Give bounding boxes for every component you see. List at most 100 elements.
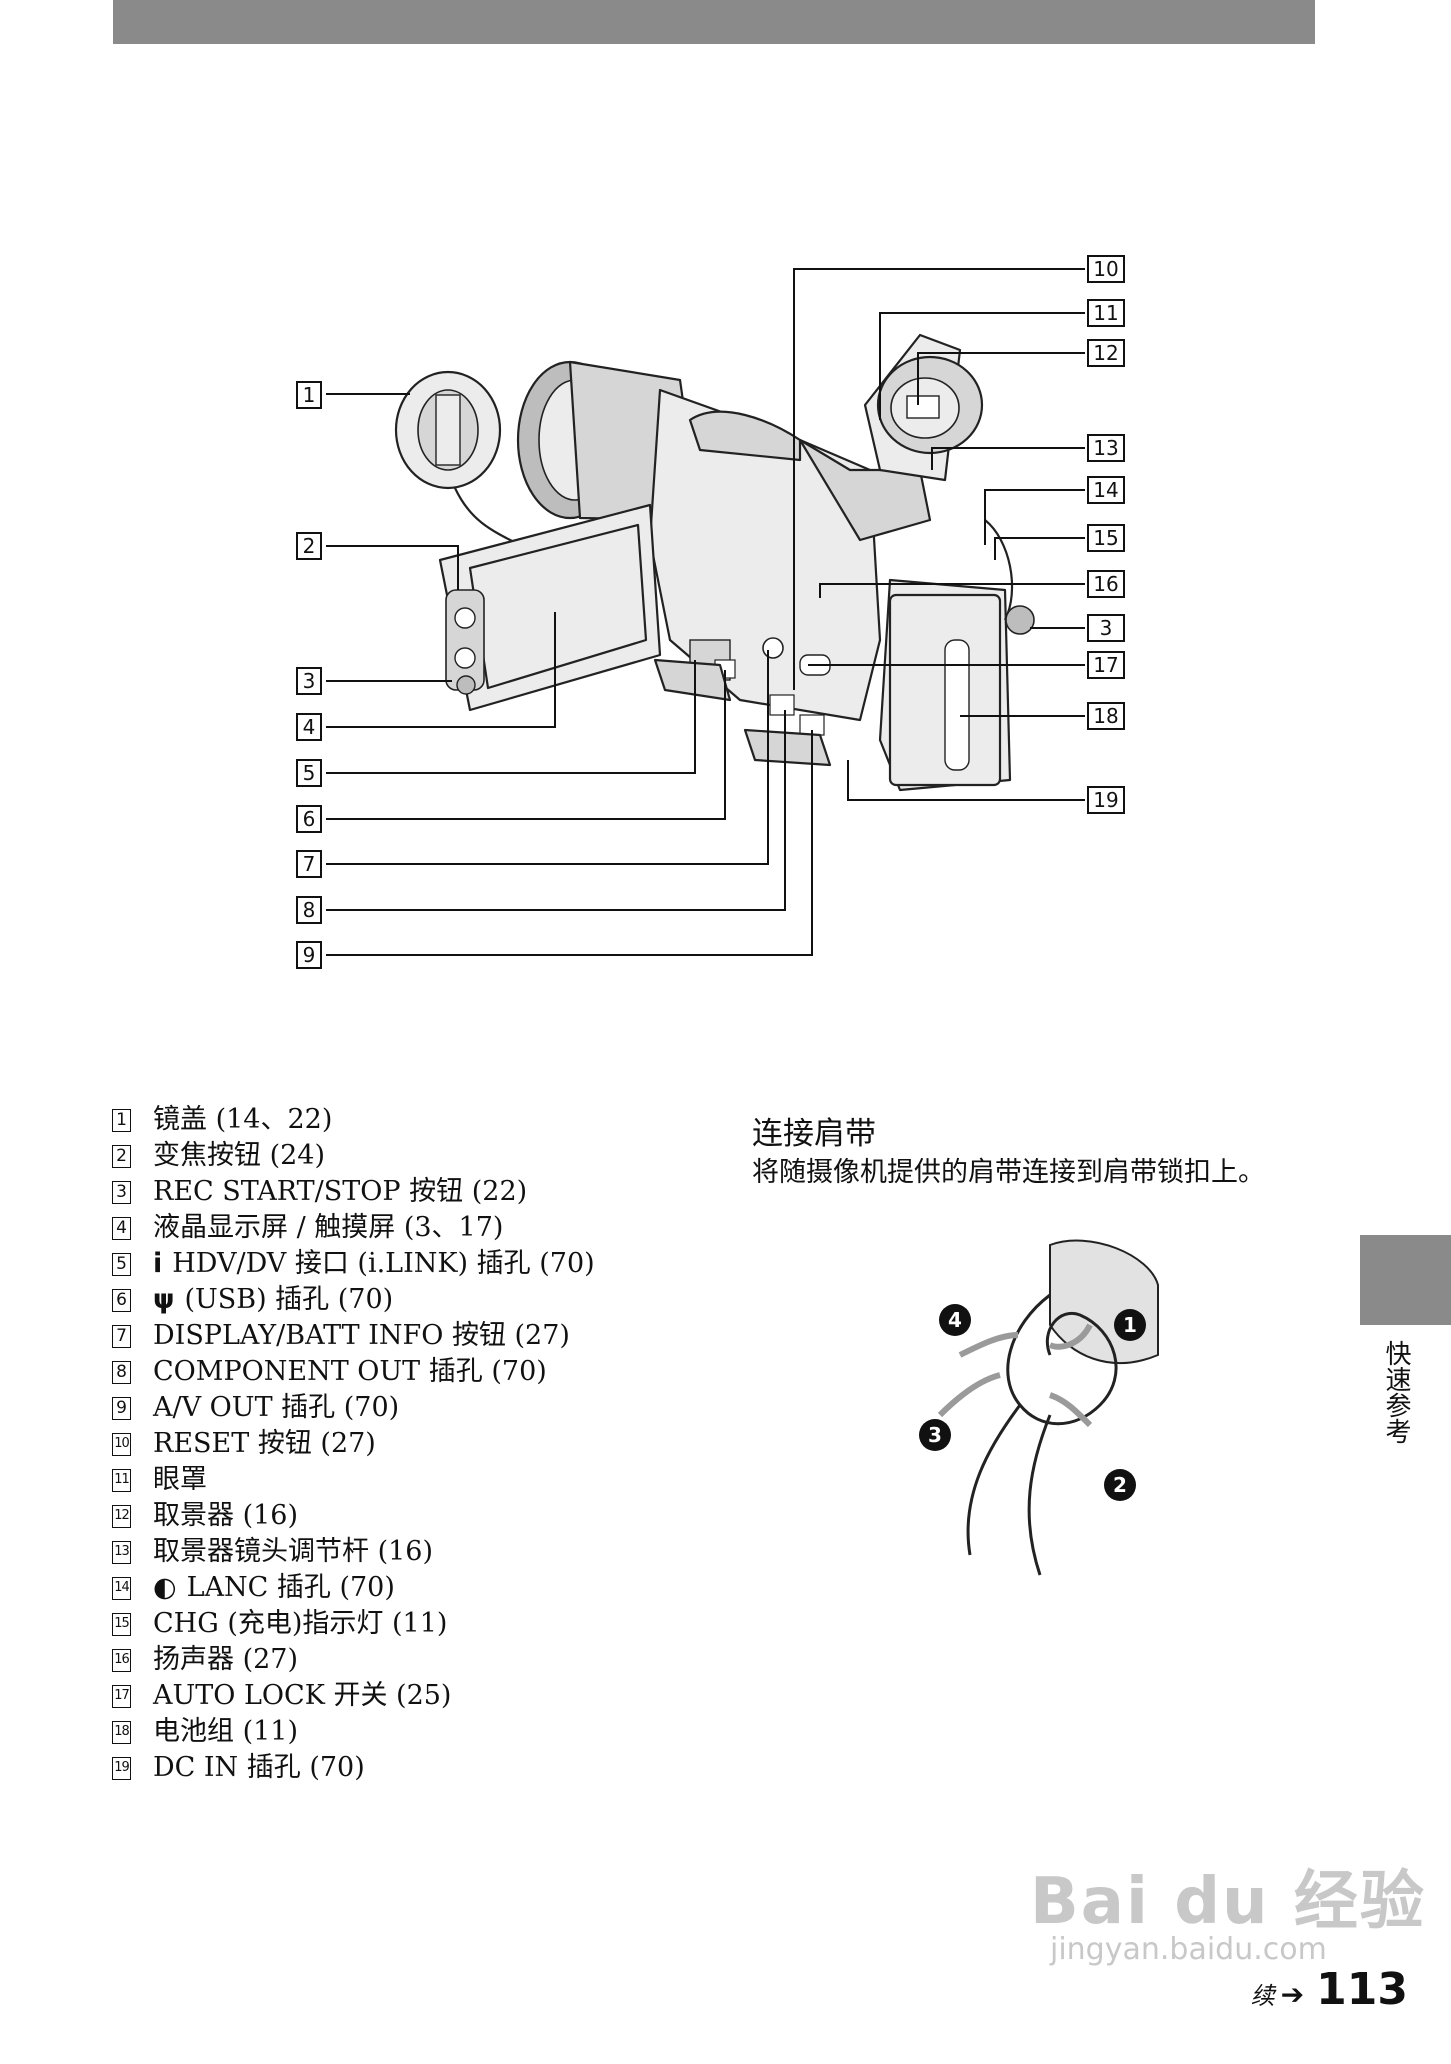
- svg-text:9: 9: [303, 943, 316, 967]
- svg-text:3: 3: [1100, 616, 1113, 640]
- list-item: 13 取景器镜头调节杆 (16): [112, 1534, 595, 1570]
- step-4-marker: 4: [939, 1304, 971, 1336]
- item-number: 3: [112, 1180, 131, 1204]
- item-text: 扬声器 (27): [153, 1644, 299, 1675]
- svg-text:18: 18: [1093, 704, 1118, 728]
- watermark-logo: Bai du 经验: [1030, 1865, 1426, 1939]
- svg-text:17: 17: [1093, 653, 1118, 677]
- item-number: 5: [112, 1252, 131, 1276]
- step-3-marker: 3: [919, 1419, 951, 1451]
- svg-text:2: 2: [303, 534, 316, 558]
- callout-12: 12: [1087, 339, 1125, 367]
- item-text: 液晶显示屏 / 触摸屏 (3、17): [153, 1212, 504, 1243]
- svg-text:12: 12: [1093, 341, 1118, 365]
- item-number: 10: [112, 1432, 131, 1456]
- callout-17: 17: [1087, 651, 1125, 679]
- camcorder-diagram: 1 2 3 4 5 6 7 8 9 10 11 12 13 14 15 16 3…: [296, 255, 1125, 969]
- svg-text:2: 2: [1113, 1473, 1127, 1497]
- side-tab: [1360, 1235, 1451, 1325]
- svg-text:13: 13: [1093, 436, 1118, 460]
- list-item: 16 扬声器 (27): [112, 1642, 595, 1678]
- callout-7: 7: [296, 850, 322, 878]
- item-text: HDV/DV 接口 (i.LINK) 插孔 (70): [172, 1248, 595, 1279]
- page-number: 113: [1316, 1964, 1408, 2015]
- svg-text:1: 1: [1123, 1313, 1137, 1337]
- item-number: 11: [112, 1468, 131, 1492]
- callout-4: 4: [296, 713, 322, 741]
- item-number: 18: [112, 1720, 131, 1744]
- item-number: 1: [112, 1108, 131, 1132]
- svg-text:10: 10: [1093, 257, 1118, 281]
- ilink-icon: i: [153, 1248, 163, 1279]
- item-number: 7: [112, 1324, 131, 1348]
- item-number: 19: [112, 1756, 131, 1780]
- header-bar: [113, 0, 1315, 44]
- item-text: LANC 插孔 (70): [186, 1572, 395, 1603]
- item-number: 6: [112, 1288, 131, 1312]
- item-number: 8: [112, 1360, 131, 1384]
- callout-8: 8: [296, 896, 322, 924]
- item-number: 16: [112, 1648, 131, 1672]
- item-number: 4: [112, 1216, 131, 1240]
- item-text: RESET 按钮 (27): [153, 1428, 376, 1459]
- callout-3: 3: [296, 667, 322, 695]
- lanc-icon: ◐: [153, 1572, 177, 1603]
- list-item: 7 DISPLAY/BATT INFO 按钮 (27): [112, 1318, 595, 1354]
- section-description: 将随摄像机提供的肩带连接到肩带锁扣上。: [752, 1157, 1265, 1188]
- callout-2: 2: [296, 532, 322, 560]
- callout-3-right: 3: [1087, 614, 1125, 642]
- svg-text:5: 5: [303, 761, 316, 785]
- svg-text:3: 3: [928, 1423, 942, 1447]
- item-text: 电池组 (11): [153, 1716, 299, 1747]
- svg-text:8: 8: [303, 898, 316, 922]
- item-number: 2: [112, 1144, 131, 1168]
- svg-text:11: 11: [1093, 301, 1118, 325]
- usb-icon: ψ: [153, 1284, 175, 1315]
- callout-6: 6: [296, 805, 322, 833]
- callout-10: 10: [1087, 255, 1125, 283]
- svg-text:4: 4: [948, 1308, 962, 1332]
- svg-text:3: 3: [303, 669, 316, 693]
- svg-text:15: 15: [1093, 526, 1118, 550]
- item-text: 眼罩: [153, 1464, 207, 1495]
- item-number: 9: [112, 1396, 131, 1420]
- item-text: DC IN 插孔 (70): [153, 1752, 365, 1783]
- item-number: 14: [112, 1576, 131, 1600]
- list-item: 4 液晶显示屏 / 触摸屏 (3、17): [112, 1210, 595, 1246]
- callout-15: 15: [1087, 524, 1125, 552]
- watermark: Bai du 经验 jingyan.baidu.com: [1030, 1850, 1426, 1967]
- svg-text:1: 1: [303, 383, 316, 407]
- step-2-marker: 2: [1104, 1469, 1136, 1501]
- item-text: 取景器 (16): [153, 1500, 299, 1531]
- callout-1: 1: [296, 381, 322, 409]
- item-text: (USB) 插孔 (70): [184, 1284, 394, 1315]
- camcorder-body-drawing: [438, 333, 1035, 792]
- list-item: 11 眼罩: [112, 1462, 595, 1498]
- callout-19: 19: [1087, 786, 1125, 814]
- callout-9: 9: [296, 941, 322, 969]
- item-text: A/V OUT 插孔 (70): [153, 1392, 400, 1423]
- page-footer: 续 ➔ 113: [1251, 1964, 1408, 2015]
- strap-diagram: 1 2 3 4: [919, 1239, 1159, 1576]
- list-item: 18 电池组 (11): [112, 1714, 595, 1750]
- svg-text:6: 6: [303, 807, 316, 831]
- callout-14: 14: [1087, 476, 1125, 504]
- list-item: 19 DC IN 插孔 (70): [112, 1750, 595, 1786]
- svg-text:14: 14: [1093, 478, 1118, 502]
- item-number: 15: [112, 1612, 131, 1636]
- list-item: 10 RESET 按钮 (27): [112, 1426, 595, 1462]
- item-text: COMPONENT OUT 插孔 (70): [153, 1356, 547, 1387]
- item-number: 13: [112, 1540, 131, 1564]
- watermark-url: jingyan.baidu.com: [1050, 1932, 1327, 1967]
- item-text: 取景器镜头调节杆 (16): [153, 1536, 434, 1567]
- list-item: 8 COMPONENT OUT 插孔 (70): [112, 1354, 595, 1390]
- item-text: DISPLAY/BATT INFO 按钮 (27): [153, 1320, 570, 1351]
- list-item: 14 ◐ LANC 插孔 (70): [112, 1570, 595, 1606]
